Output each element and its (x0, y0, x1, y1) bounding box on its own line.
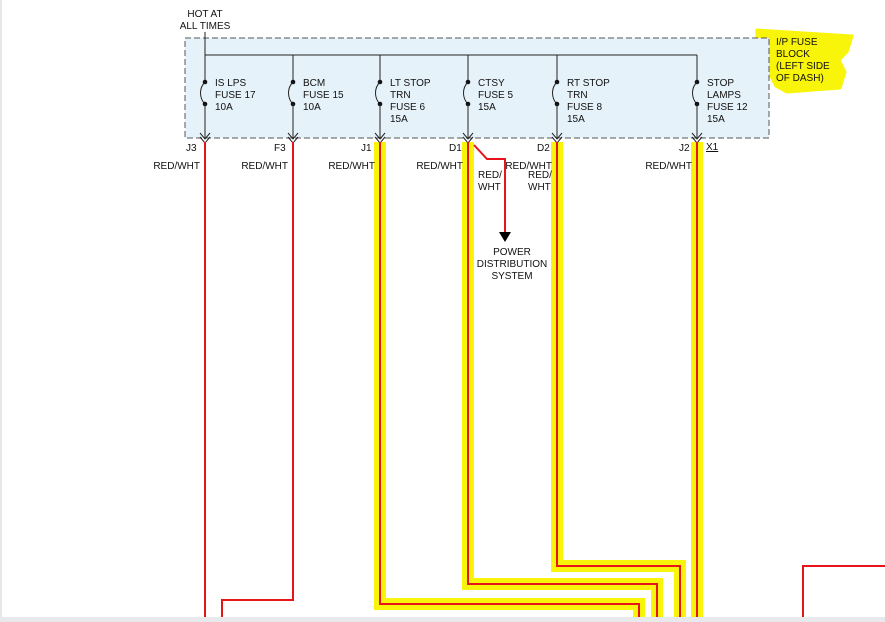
fuse-block-label-line4: OF DASH) (776, 73, 824, 84)
power-source-line2: ALL TIMES (180, 21, 231, 32)
fuse-label-line: LT STOP (390, 78, 431, 89)
fuse-block-label: I/P FUSE BLOCK (LEFT SIDE OF DASH) (776, 37, 830, 84)
power-distribution-arrow (499, 232, 511, 242)
wire-d2 (556, 142, 681, 622)
branch-wire-right-line1: RED/ (528, 170, 552, 181)
connector-chevron (691, 132, 703, 140)
wire-color-label: RED/WHT (416, 161, 463, 172)
pin-label: J3 (186, 143, 197, 154)
fuse-label-line: 15A (390, 114, 408, 125)
connector-chevron (462, 132, 474, 140)
wire-color-label: RED/WHT (505, 161, 552, 172)
destination-line3: SYSTEM (491, 271, 532, 282)
fuse-label-line: 10A (303, 102, 321, 113)
fuse-block-label-line2: BLOCK (776, 49, 810, 60)
wire-color-label: RED/WHT (241, 161, 288, 172)
pin-label: J1 (361, 143, 372, 154)
fuse-label-line: FUSE 15 (303, 90, 344, 101)
destination-line2: DISTRIBUTION (477, 259, 548, 270)
connector-chevron (551, 132, 563, 140)
wire-color-label: RED/WHT (645, 161, 692, 172)
fuse-label-line: RT STOP (567, 78, 610, 89)
pin-label: D1 (449, 143, 462, 154)
fuse-label-line: IS LPS (215, 78, 246, 89)
fuse-label-line: FUSE 8 (567, 102, 602, 113)
pin-label: F3 (274, 143, 286, 154)
connector-chevron (199, 132, 211, 140)
wire-j1 (379, 142, 640, 622)
highlight-wire-d2 (551, 142, 686, 622)
fuse-label-line: LAMPS (707, 90, 741, 101)
fuse-label-line: STOP (707, 78, 734, 89)
fuse-label-line: 10A (215, 102, 233, 113)
wire-color-label: RED/WHT (153, 161, 200, 172)
highlight-wire-j1 (374, 142, 645, 622)
wire-power-distribution (473, 144, 506, 233)
connector-x1-label: X1 (706, 142, 719, 153)
fuse-label-line: FUSE 6 (390, 102, 425, 113)
branch-wire-right-line2: WHT (528, 182, 551, 193)
fuse-block-label-line1: I/P FUSE (776, 37, 818, 48)
wire-color-label: RED/WHT (328, 161, 375, 172)
fuse-label-line: 15A (478, 102, 496, 113)
fuse-label-line: 15A (567, 114, 585, 125)
fuse-label-line: BCM (303, 78, 325, 89)
wire-d1 (467, 142, 658, 622)
pin-label: D2 (537, 143, 550, 154)
fuse-block-box (184, 37, 770, 139)
power-source-line1: HOT AT (187, 9, 222, 20)
fuse-label-line: TRN (567, 90, 588, 101)
fuse-label-line: CTSY (478, 78, 505, 89)
wire-highlights (374, 142, 703, 622)
branch-wire-left-line1: RED/ (478, 170, 502, 181)
wire-right-box (802, 565, 885, 622)
connector-chevron (374, 132, 386, 140)
destination-line1: POWER (493, 247, 531, 258)
fuse-block-label-line3: (LEFT SIDE (776, 61, 830, 72)
pin-label: J2 (679, 143, 690, 154)
branch-wire-left-line2: WHT (478, 182, 501, 193)
fuse-label-line: TRN (390, 90, 411, 101)
fuse-label-line: FUSE 5 (478, 90, 513, 101)
connector-chevron (287, 132, 299, 140)
fuse-label-line: FUSE 12 (707, 102, 748, 113)
bottom-scrollbar[interactable] (0, 617, 885, 622)
wires (204, 142, 885, 622)
fuse-label-line: FUSE 17 (215, 90, 256, 101)
wire-f3 (221, 142, 294, 622)
fuse-label-line: 15A (707, 114, 725, 125)
